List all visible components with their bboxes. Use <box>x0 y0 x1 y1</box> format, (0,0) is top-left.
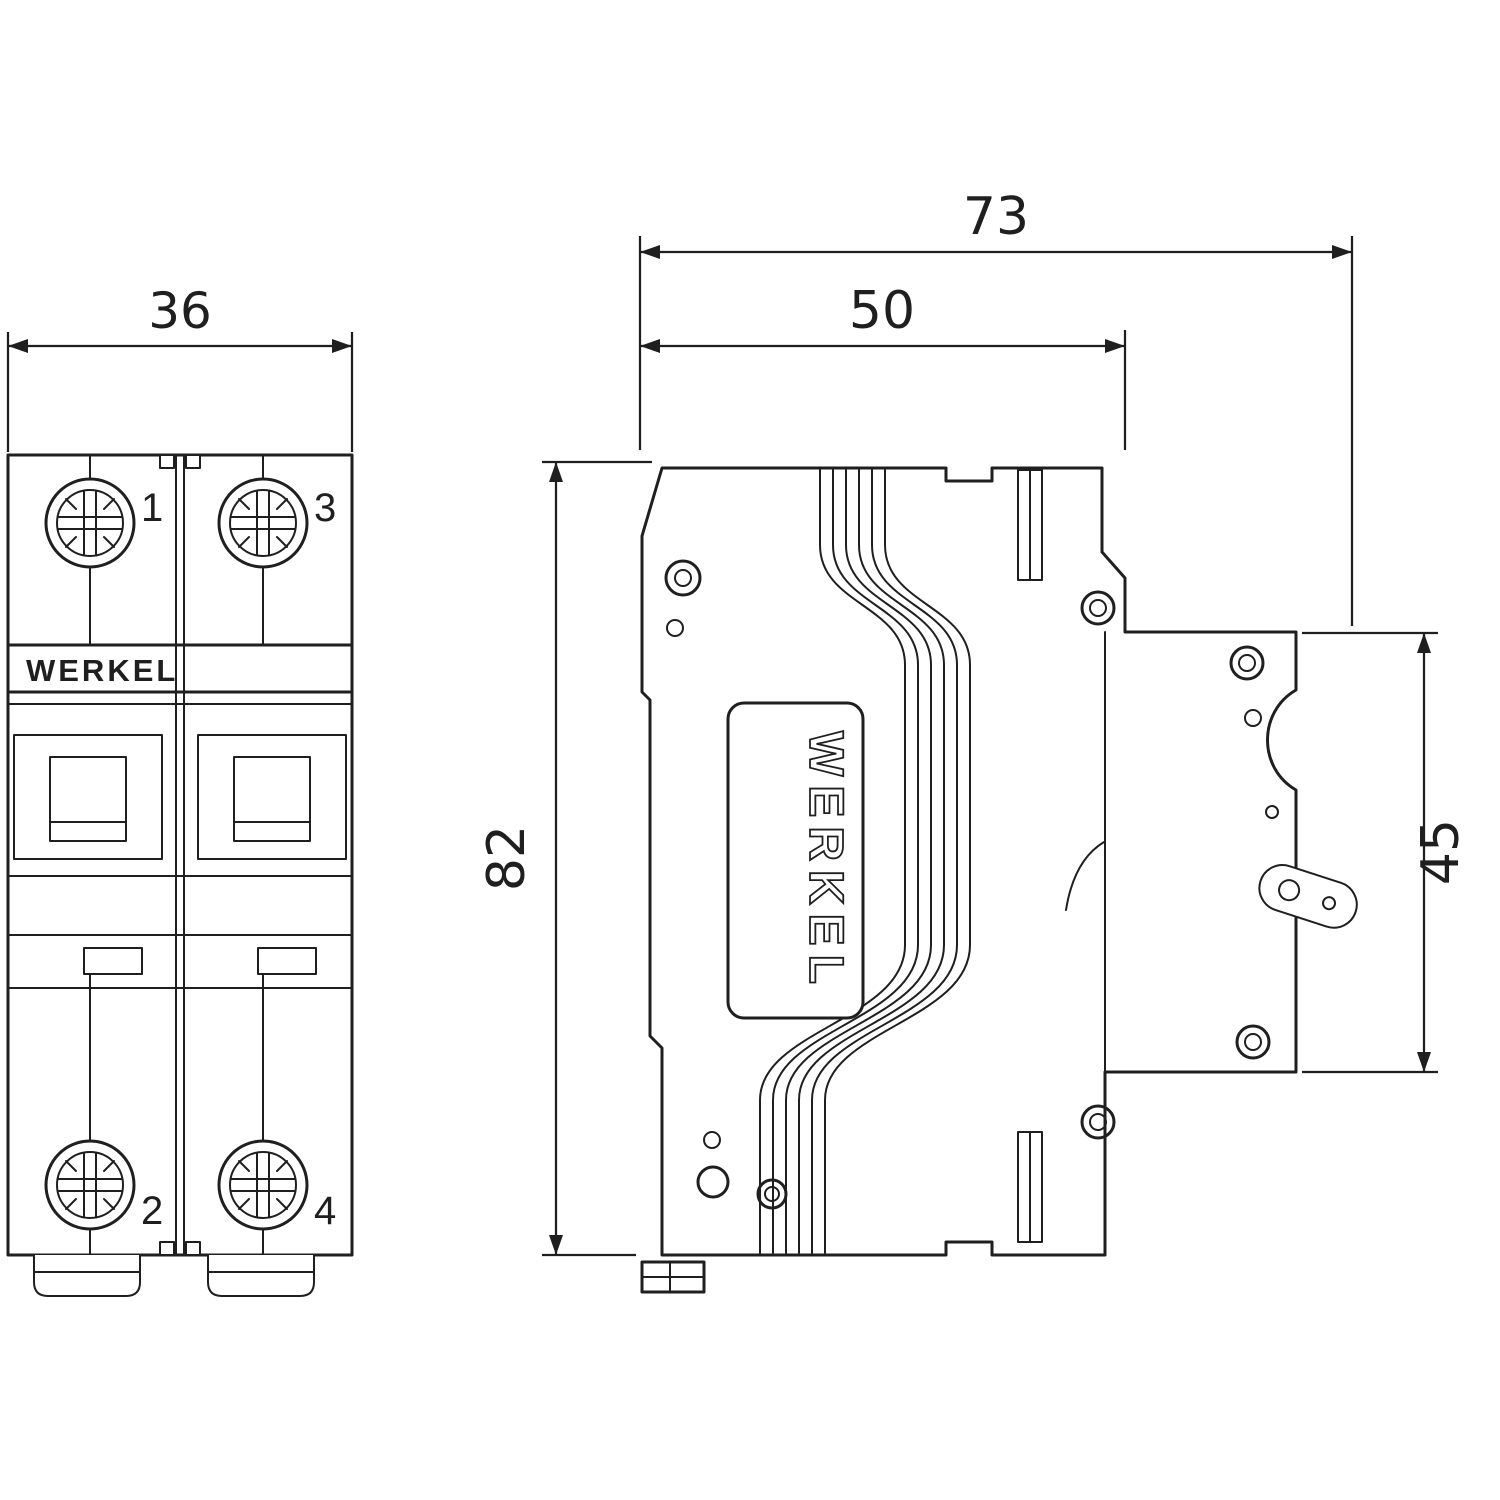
din-foot <box>640 1260 706 1294</box>
extension-lines <box>542 460 652 1257</box>
dimension-value-height: 82 <box>477 825 537 891</box>
front-face-lines <box>7 875 353 989</box>
terminal-label-3: 3 <box>314 486 336 530</box>
dimension-value-width: 36 <box>148 282 212 340</box>
extension-lines <box>1302 631 1438 1074</box>
dimension-value-mount-height: 45 <box>1411 819 1471 885</box>
height-dimension: 82 <box>477 460 652 1257</box>
spring-pin <box>1265 805 1279 819</box>
contour-flow-lines <box>759 467 971 1254</box>
total-depth-dimension: 73 <box>638 187 1354 626</box>
bottom-din-clips <box>33 1255 315 1297</box>
din-latch-lever[interactable] <box>1253 859 1362 934</box>
extension-lines <box>6 332 354 452</box>
rivet-top-right <box>1080 590 1116 626</box>
brand-plate: WERKEL <box>726 701 865 1020</box>
rivets-bottom-left <box>696 1131 788 1210</box>
brand-label-front: WERKEL <box>26 653 178 688</box>
terminal-label-2: 2 <box>141 1189 163 1233</box>
front-view: 36 1 3 <box>6 282 354 1297</box>
extension-lines <box>638 236 1354 626</box>
terminal-screw-4 <box>217 1139 309 1256</box>
toggle-left[interactable] <box>13 734 163 860</box>
terminal-label-4: 4 <box>314 1189 336 1233</box>
arrowhead-left <box>8 339 28 353</box>
arrowhead-right <box>332 339 352 353</box>
dimension-value-total-depth: 73 <box>963 187 1029 247</box>
side-body: WERKEL <box>640 466 1362 1294</box>
terminal-label-1: 1 <box>141 486 163 530</box>
body-depth-dimension: 50 <box>640 281 1127 450</box>
pole-divider <box>175 454 185 1256</box>
assembly-slots <box>1017 469 1043 1243</box>
front-width-dimension: 36 <box>6 282 354 452</box>
toggle-right[interactable] <box>197 734 347 860</box>
brand-plate-frame <box>726 701 865 1020</box>
rivet-top-left <box>664 559 702 637</box>
side-view: 73 50 82 45 <box>477 187 1471 1294</box>
terminal-screw-2 <box>44 1139 136 1256</box>
brand-band: WERKEL <box>6 643 354 705</box>
terminal-screw-3 <box>217 454 309 646</box>
curve-detail <box>1065 841 1105 911</box>
flange-rivet-top <box>1229 645 1265 727</box>
front-body: 1 3 WERKEL <box>6 453 354 1297</box>
lower-guide-lines <box>89 973 264 1142</box>
dimension-value-body-depth: 50 <box>849 281 915 341</box>
flange-rivet-bottom <box>1235 1024 1271 1060</box>
marking-windows <box>83 947 317 975</box>
mount-height-dimension: 45 <box>1302 631 1471 1074</box>
top-edge-tabs <box>159 454 201 1256</box>
brand-label-side: WERKEL <box>799 731 852 993</box>
rivet-bottom-right <box>1080 1104 1116 1140</box>
terminal-screw-1 <box>44 454 136 646</box>
